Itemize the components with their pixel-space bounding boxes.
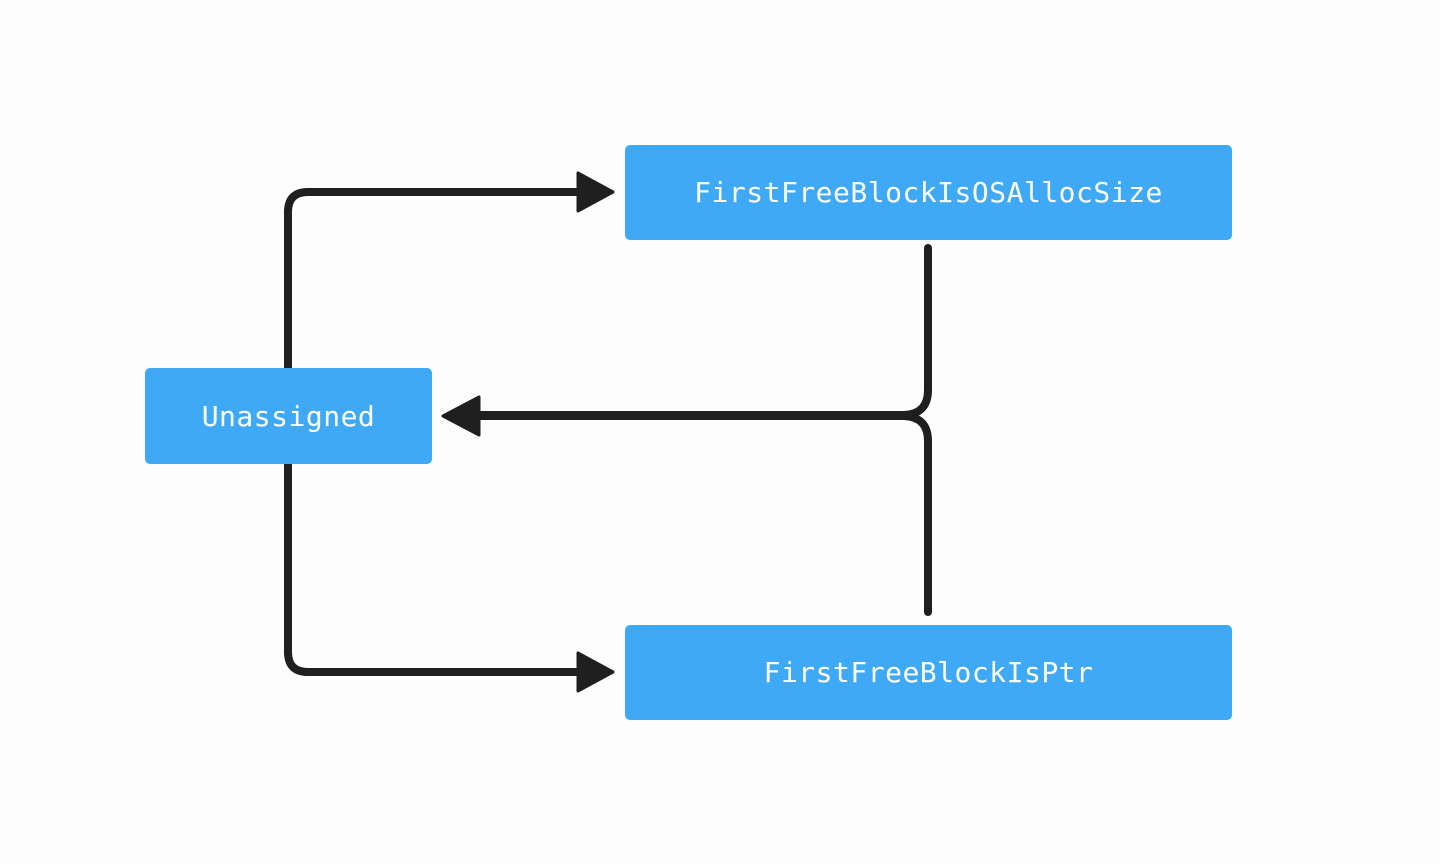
- state-node-first-free-block-is-os-alloc-size[interactable]: FirstFreeBlockIsOSAllocSize: [625, 145, 1232, 240]
- edge-unassigned-to-isptr: [284, 460, 615, 693]
- state-node-first-free-block-is-ptr[interactable]: FirstFreeBlockIsPtr: [625, 625, 1232, 720]
- edge-isptr-to-unassigned: [441, 395, 932, 616]
- state-node-label: FirstFreeBlockIsOSAllocSize: [694, 176, 1163, 209]
- arrowhead-icon: [576, 171, 615, 213]
- state-node-unassigned[interactable]: Unassigned: [145, 368, 432, 464]
- state-node-label: FirstFreeBlockIsPtr: [763, 656, 1094, 689]
- arrowhead-icon: [576, 651, 615, 693]
- state-node-label: Unassigned: [201, 399, 376, 433]
- edge-osallocsize-to-unassigned: [468, 244, 932, 419]
- edge-unassigned-to-osallocsize: [284, 171, 615, 372]
- arrowhead-icon: [441, 395, 481, 437]
